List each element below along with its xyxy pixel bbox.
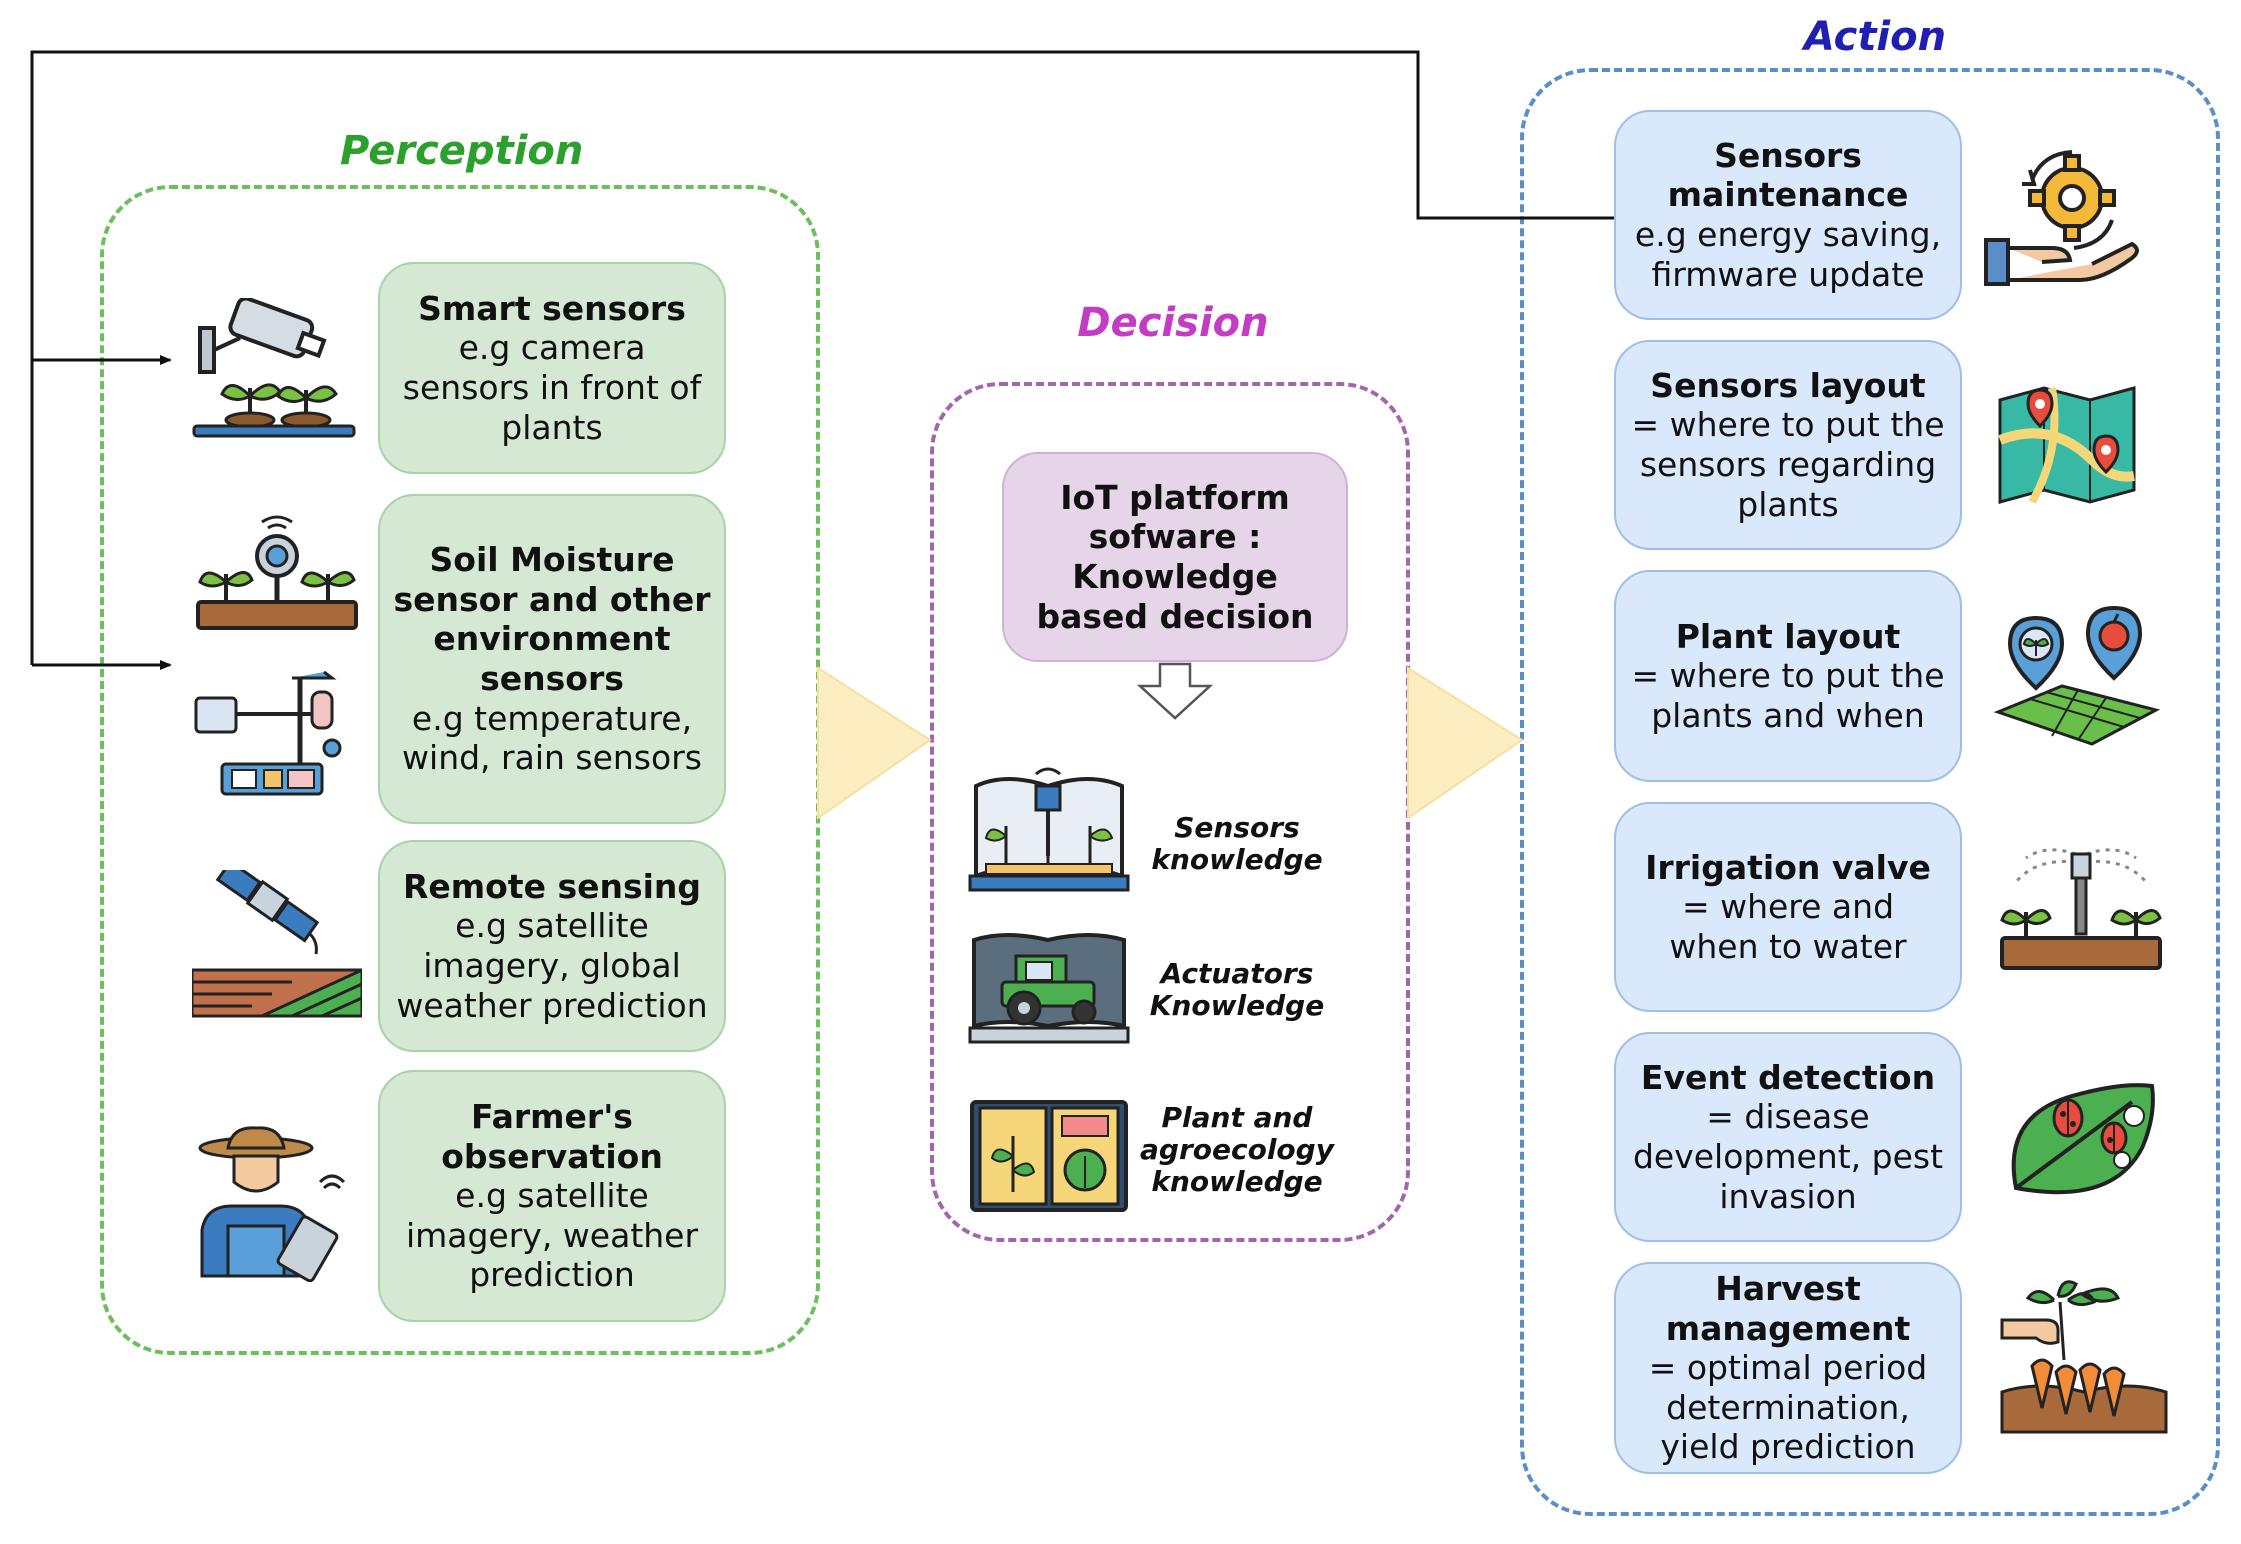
action-panel <box>1520 68 2220 1516</box>
smart-sensors-desc-2: sensors in front of <box>402 368 702 407</box>
decision-title: Decision <box>1077 300 1269 346</box>
irrigation-valve-desc-1: = where and <box>1681 887 1895 927</box>
harvest-carrots-icon <box>2000 1280 2168 1434</box>
plant-layout-desc-2: plants and when <box>1651 695 1925 735</box>
farmer-observation-desc-2: imagery, weather <box>405 1215 699 1255</box>
event-detection-desc-2: development, pest <box>1632 1137 1944 1176</box>
farmer-observation-title: Farmer's observation <box>441 1097 663 1176</box>
soil-moisture-desc-1: e.g temperature, <box>411 698 693 738</box>
remote-sensing-desc-2: imagery, global <box>423 946 681 985</box>
soil-moisture-box: Soil Moisture sensor and other environme… <box>378 494 726 824</box>
harvest-management-desc-3: yield prediction <box>1660 1427 1916 1467</box>
plant-location-icon <box>1993 605 2161 746</box>
remote-sensing-desc-1: e.g satellite <box>455 906 649 946</box>
actuators-knowledge-line-1: Actuators <box>1160 957 1314 990</box>
soil-moisture-title: Soil Moisture sensor and other environme… <box>393 540 711 698</box>
harvest-management-box: Harvest management = optimal period dete… <box>1614 1262 1962 1474</box>
sensors-layout-desc-1: = where to put the <box>1631 405 1945 445</box>
farmer-observation-desc-3: prediction <box>469 1255 635 1295</box>
agroecology-knowledge-label: Plant and agroecology knowledge <box>1132 1101 1342 1199</box>
sensors-maintenance-box: Sensors maintenance e.g energy saving, f… <box>1614 110 1962 320</box>
harvest-management-desc-2: determination, <box>1666 1387 1910 1427</box>
farmer-observation-box: Farmer's observation e.g satellite image… <box>378 1070 726 1322</box>
sensors-layout-desc-2: sensors regarding <box>1639 445 1937 484</box>
smart-sensors-title: Smart sensors <box>418 288 686 328</box>
camera-plants-icon <box>192 298 356 438</box>
actuators-knowledge-label: Actuators Knowledge <box>1132 957 1342 1023</box>
remote-sensing-box: Remote sensing e.g satellite imagery, gl… <box>378 840 726 1052</box>
remote-sensing-title: Remote sensing <box>402 866 702 906</box>
sensors-layout-box: Sensors layout = where to put the sensor… <box>1614 340 1962 550</box>
farmer-tablet-icon <box>198 1126 346 1282</box>
platform-line-3: Knowledge <box>1072 557 1278 596</box>
platform-down-arrow <box>1136 662 1214 720</box>
sensors-maintenance-desc-1: e.g energy saving, <box>1634 215 1942 254</box>
sensors-knowledge-line-2: knowledge <box>1151 843 1323 877</box>
plant-layout-box: Plant layout = where to put the plants a… <box>1614 570 1962 782</box>
plant-book-icon <box>970 1100 1128 1212</box>
platform-line-2: sofware : <box>1088 517 1262 557</box>
sensors-knowledge-label: Sensors knowledge <box>1132 811 1342 877</box>
plant-layout-title: Plant layout <box>1675 616 1901 656</box>
feedback-loop-line <box>30 50 1614 665</box>
sensors-maintenance-title: Sensors maintenance <box>1667 135 1909 215</box>
leaf-bugs-icon <box>2011 1083 2155 1195</box>
smart-sensors-desc-1: e.g camera <box>458 328 646 368</box>
agroecology-knowledge-line-3: knowledge <box>1151 1165 1323 1199</box>
flow-arrow-perception-decision <box>817 666 932 820</box>
sensor-book-icon <box>968 767 1130 892</box>
sensors-maintenance-desc-2: firmware update <box>1651 254 1925 294</box>
map-pins-icon <box>1998 386 2136 504</box>
platform-line-1: IoT platform <box>1060 477 1290 517</box>
perception-title: Perception <box>340 128 584 174</box>
event-detection-title: Event detection <box>1640 1057 1936 1097</box>
sprinkler-icon <box>2000 848 2162 970</box>
event-detection-desc-1: = disease <box>1706 1097 1870 1137</box>
iot-platform-box: IoT platform sofware : Knowledge based d… <box>1002 452 1348 662</box>
platform-line-4: based decision <box>1036 596 1314 636</box>
remote-sensing-desc-3: weather prediction <box>396 985 708 1025</box>
soil-moisture-sensor-icon <box>196 515 358 630</box>
tractor-book-icon <box>968 933 1130 1044</box>
plant-layout-desc-1: = where to put the <box>1631 656 1945 696</box>
agroecology-knowledge-line-2: agroecology <box>1140 1133 1334 1167</box>
soil-moisture-desc-2: wind, rain sensors <box>402 738 702 778</box>
weather-station-icon <box>194 670 342 796</box>
flow-arrow-decision-action <box>1407 666 1524 820</box>
action-title: Action <box>1803 14 1947 60</box>
hand-gear-icon <box>1984 150 2139 286</box>
irrigation-valve-desc-2: when to water <box>1669 926 1907 966</box>
event-detection-box: Event detection = disease development, p… <box>1614 1032 1962 1242</box>
sensors-layout-title: Sensors layout <box>1650 365 1926 405</box>
smart-sensors-box: Smart sensors e.g camera sensors in fron… <box>378 262 726 474</box>
agroecology-knowledge-line-1: Plant and <box>1161 1101 1313 1134</box>
irrigation-valve-box: Irrigation valve = where and when to wat… <box>1614 802 1962 1012</box>
actuators-knowledge-line-2: Knowledge <box>1149 989 1325 1023</box>
satellite-field-icon <box>192 870 362 1018</box>
harvest-management-desc-1: = optimal period <box>1648 1348 1928 1388</box>
farmer-observation-desc-1: e.g satellite <box>455 1176 649 1216</box>
smart-sensors-desc-3: plants <box>501 407 603 447</box>
sensors-knowledge-line-1: Sensors <box>1174 811 1300 844</box>
harvest-management-title: Harvest management <box>1665 1269 1911 1348</box>
event-detection-desc-3: invasion <box>1719 1176 1857 1216</box>
sensors-layout-desc-3: plants <box>1737 484 1839 524</box>
irrigation-valve-title: Irrigation valve <box>1645 847 1931 887</box>
